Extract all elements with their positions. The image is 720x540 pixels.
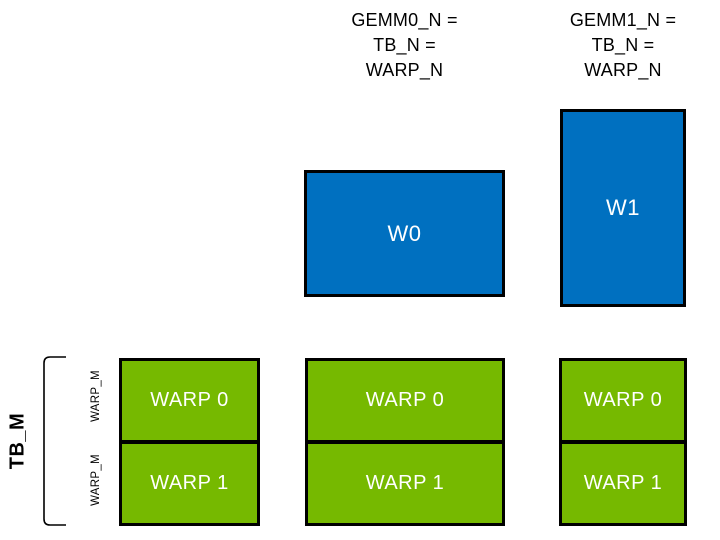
w0-box: W0 <box>304 170 505 297</box>
green-column-3: WARP 0 WARP 1 <box>559 358 687 526</box>
col1-warp1-label: WARP 1 <box>150 472 229 494</box>
warp-m-label-top: WARP_M <box>90 370 102 422</box>
gemm1-n-header-line1: GEMM1_N = <box>569 10 677 30</box>
col3-warp0-box: WARP 0 <box>559 358 687 443</box>
col2-warp0-label: WARP 0 <box>365 389 445 411</box>
col1-warp0-label: WARP 0 <box>150 389 229 411</box>
w1-box: W1 <box>560 109 686 307</box>
tb-m-bracket <box>43 356 66 526</box>
col3-warp0-label: WARP 0 <box>583 389 663 411</box>
col1-warp0-box: WARP 0 <box>119 358 260 443</box>
gemm0-n-header: GEMM0_N = TB_N = WARP_N <box>304 8 505 83</box>
tb-m-label: TB_M <box>6 412 29 470</box>
col2-warp0-box: WARP 0 <box>305 358 505 443</box>
col2-warp1-label: WARP 1 <box>365 472 445 494</box>
w1-label: W1 <box>606 195 640 220</box>
gemm1-n-header-line2: TB_N = <box>591 35 655 55</box>
warp-m-label-bottom: WARP_M <box>90 454 102 506</box>
gemm0-n-header-line1: GEMM0_N = <box>351 10 458 30</box>
gemm0-n-header-line3: WARP_N <box>365 60 444 80</box>
gemm0-n-header-line2: TB_N = <box>373 35 436 55</box>
col3-warp1-box: WARP 1 <box>559 441 687 526</box>
green-column-1: WARP 0 WARP 1 <box>119 358 260 526</box>
col2-warp1-box: WARP 1 <box>305 441 505 526</box>
gemm1-n-header-line3: WARP_N <box>584 60 662 80</box>
col3-warp1-label: WARP 1 <box>583 472 663 494</box>
w0-label: W0 <box>387 220 422 246</box>
col1-warp1-box: WARP 1 <box>119 441 260 526</box>
gemm1-n-header: GEMM1_N = TB_N = WARP_N <box>560 8 686 83</box>
green-column-2: WARP 0 WARP 1 <box>305 358 505 526</box>
